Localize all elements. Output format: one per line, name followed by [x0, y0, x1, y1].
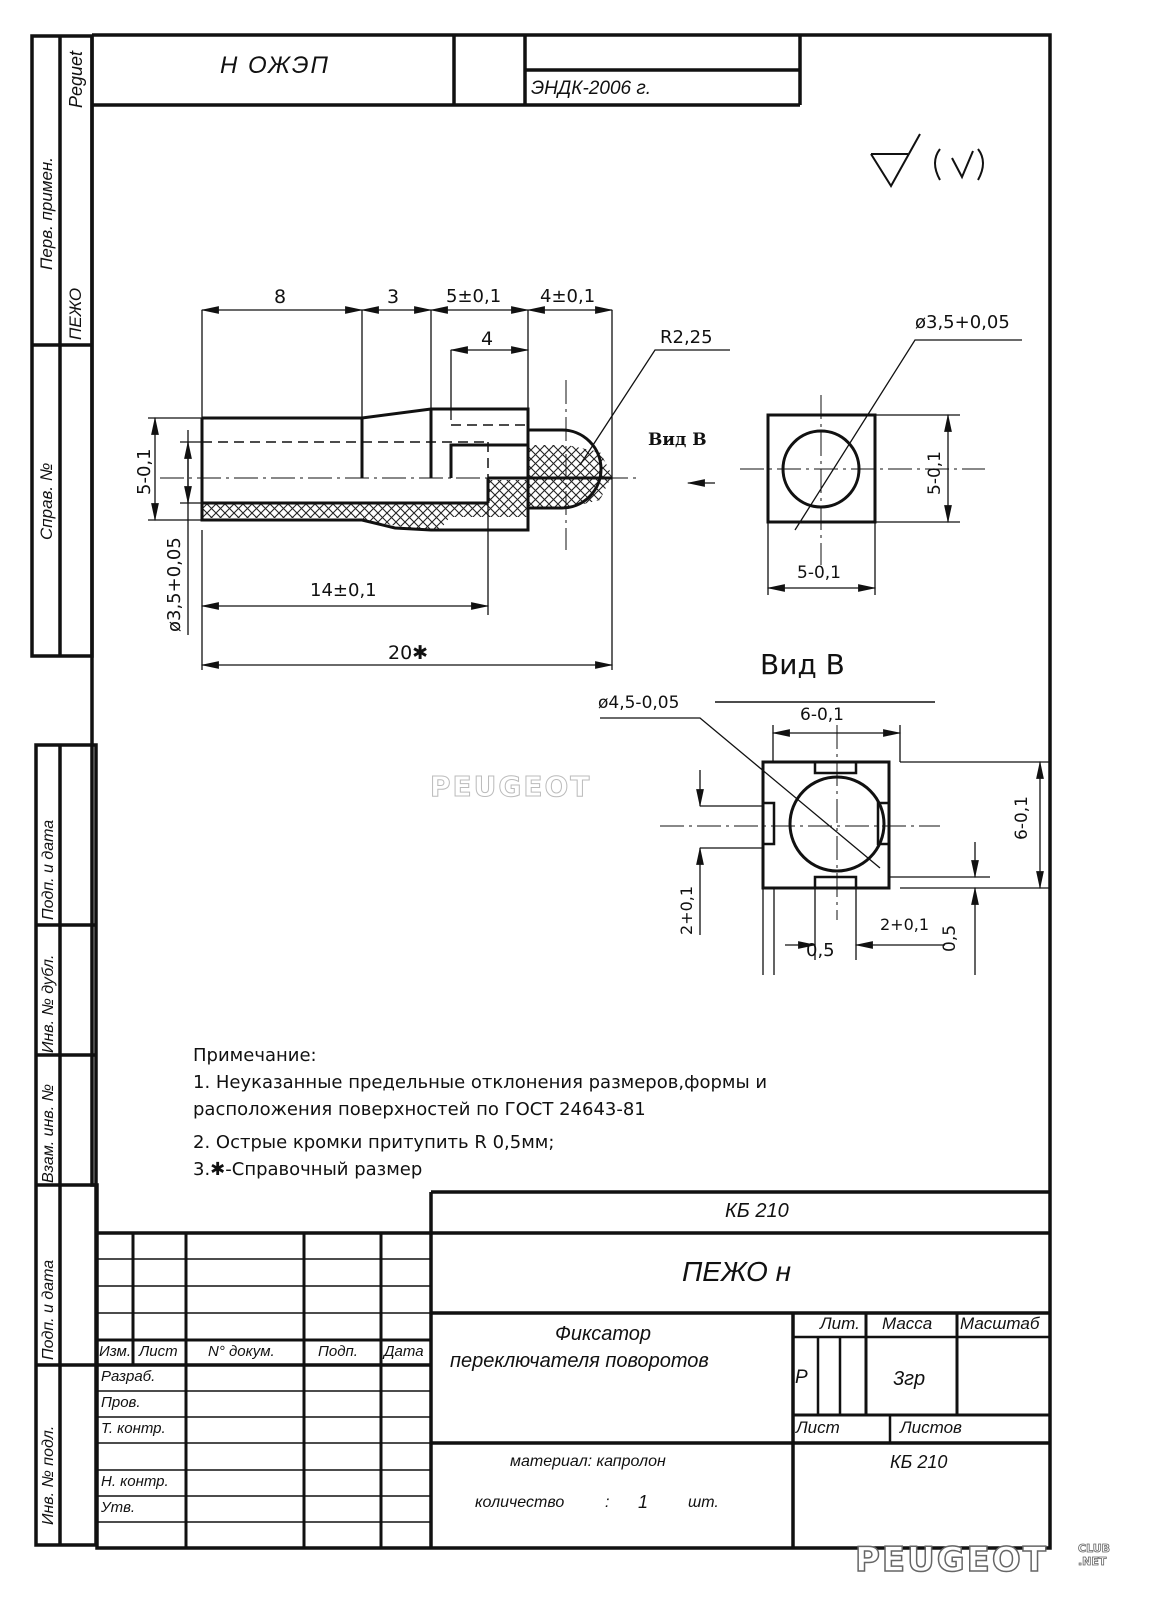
side-view	[740, 339, 1022, 595]
qty-sep: :	[605, 1494, 610, 1511]
note-2: 2. Острые кромки притупить R 0,5мм;	[193, 1132, 555, 1153]
note-1-cont: расположения поверхностей по ГОСТ 24643-…	[193, 1099, 646, 1120]
doc-code-2: КБ 210	[890, 1452, 948, 1472]
header-list: Лист	[139, 1343, 178, 1360]
header-data: Дата	[384, 1343, 424, 1360]
dim-3: 3	[387, 286, 400, 308]
view-b-title: Вид В	[760, 648, 845, 681]
watermark-club: CLUB .NET	[1078, 1542, 1111, 1569]
doc-code: КБ 210	[725, 1200, 789, 1222]
note-3: 3.✱-Справочный размер	[193, 1159, 423, 1180]
material: материал: капролон	[510, 1453, 666, 1470]
inv-podl-label: Инв. № подл.	[40, 1425, 57, 1525]
sprav-label: Справ. №	[37, 462, 56, 540]
dim-8: 8	[274, 286, 287, 308]
dim-5-tol: 5±0,1	[446, 286, 502, 307]
massa-label: Масса	[882, 1314, 933, 1333]
part-name-1: Фиксатор	[555, 1323, 652, 1345]
podp-data-label-2: Подп. и дата	[40, 1259, 57, 1360]
role-utv: Утв.	[101, 1499, 136, 1516]
view-b	[600, 701, 1050, 975]
side-width: 5-0,1	[797, 563, 841, 583]
qty-value: 1	[638, 1492, 649, 1512]
dim-20: 20✱	[388, 642, 429, 664]
header-podp: Подп.	[318, 1343, 358, 1360]
view-b-width: 6-0,1	[800, 705, 844, 725]
header-izm: Изм.	[99, 1343, 131, 1360]
side-height: 5-0,1	[925, 451, 945, 495]
dim-4: 4	[481, 328, 494, 350]
part-name-2: переключателя поворотов	[450, 1350, 709, 1372]
role-razrab: Разраб.	[101, 1368, 156, 1385]
org-stamp: ЭНДК-2006 г.	[531, 78, 652, 99]
view-b-diameter: ø4,5-0,05	[598, 693, 680, 713]
inverted-code: Н ОЖЭП	[220, 52, 330, 79]
view-b-slot-bottom: 2+0,1	[880, 915, 930, 934]
note-1: 1. Неуказанные предельные отклонения раз…	[193, 1072, 768, 1093]
view-b-depth-h: 0,5	[806, 940, 835, 961]
watermark-logo: PEUGEOT	[429, 770, 592, 804]
qty-unit: шт.	[688, 1494, 719, 1511]
surface-roughness-icon	[870, 133, 984, 188]
podp-data-label-1: Подп. и дата	[40, 819, 57, 920]
inv-dubl-label: Инв. № дубл.	[40, 954, 57, 1053]
dim-height: 5-0,1	[134, 448, 155, 495]
product-name: ПЕЖО н	[682, 1256, 791, 1287]
perv-primen-label: Перв. примен.	[37, 157, 56, 270]
lit-label: Лит.	[820, 1314, 860, 1333]
view-b-depth-v: 0,5	[940, 924, 960, 952]
dim-radius: R2,25	[660, 327, 713, 348]
header-doc-no: N° докум.	[208, 1343, 275, 1360]
view-b-slot-left: 2+0,1	[677, 885, 696, 935]
list-label: Лист	[796, 1418, 840, 1437]
main-section-view	[148, 306, 730, 670]
dim-14: 14±0,1	[310, 580, 377, 601]
watermark-logo-bottom: PEUGEOT	[854, 1539, 1048, 1581]
perv-primen-value: ПЕЖО	[66, 287, 85, 340]
listov-label: Листов	[900, 1418, 962, 1437]
massa-value: 3гр	[893, 1368, 926, 1390]
role-t-kontr: Т. контр.	[101, 1420, 166, 1437]
view-b-height: 6-0,1	[1012, 796, 1032, 840]
vzam-inv-label: Взам. инв. №	[40, 1084, 57, 1183]
notes-block: Примечание: 1. Неуказанные предельные от…	[193, 1042, 767, 1183]
dim-bore: ø3,5+0,05	[164, 537, 185, 632]
side-diameter: ø3,5+0,05	[915, 312, 1010, 333]
masshtab-label: Масштаб	[960, 1314, 1040, 1333]
dim-4-tol: 4±0,1	[540, 286, 596, 307]
role-n-kontr: Н. контр.	[101, 1473, 169, 1490]
role-prov: Пров.	[101, 1394, 141, 1411]
lit-value: Р	[795, 1367, 808, 1388]
view-arrow-label: Вид В	[648, 430, 707, 450]
peguet-label: Peguet	[66, 50, 86, 108]
notes-title: Примечание:	[193, 1045, 317, 1066]
qty-label: количество	[475, 1494, 565, 1511]
